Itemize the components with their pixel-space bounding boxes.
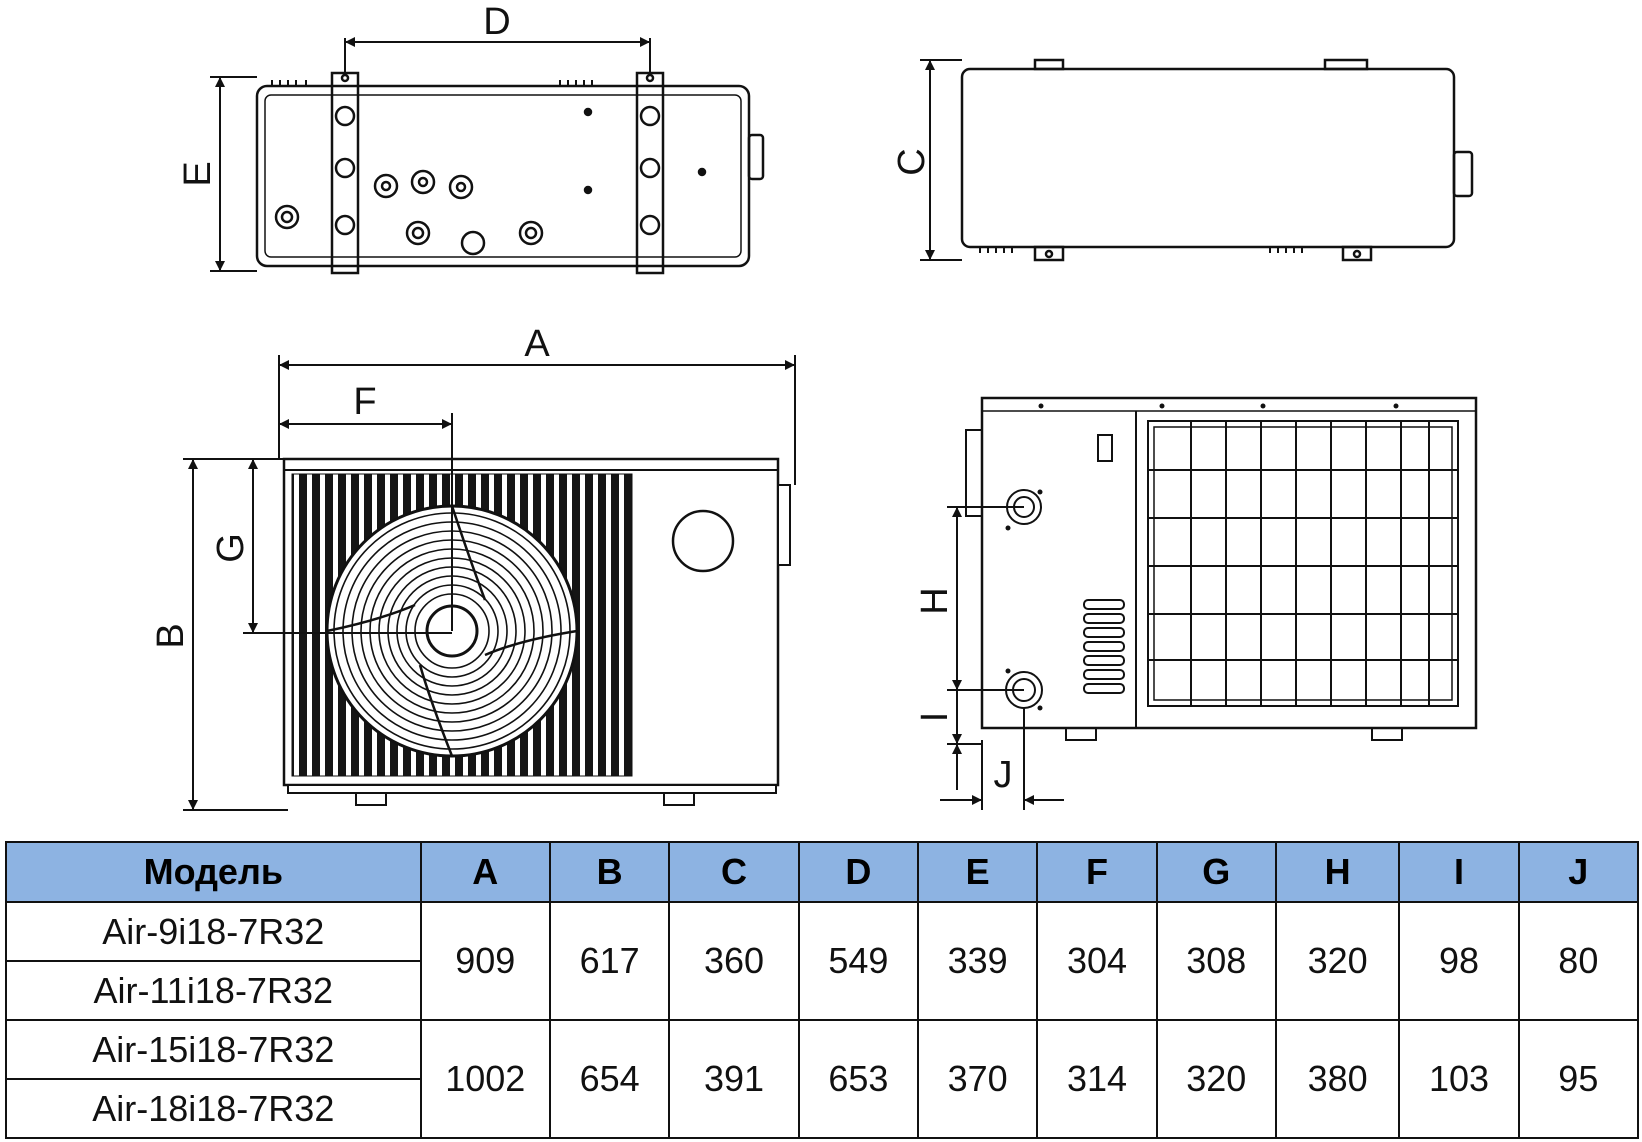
value-j: 80 [1517,901,1640,1021]
header-c: C [668,841,800,903]
dimensions-table: Модель A B C D E F G H I J Air-9i18-7R32… [5,841,1640,1139]
table-row: Air-9i18-7R32 909 617 360 549 339 304 30… [5,901,1640,1021]
dimension-c [920,59,962,261]
dimension-label-e: E [177,161,219,186]
dimension-h [947,506,1024,691]
dimension-label-g: G [210,533,252,563]
value-b: 654 [548,1019,671,1139]
value-e: 339 [917,901,1039,1021]
value-d: 653 [797,1019,920,1139]
header-a: A [419,841,551,903]
value-h: 320 [1274,901,1401,1021]
dimension-label-d: D [483,1,510,43]
dimension-f [278,413,453,631]
dimension-label-c: C [891,148,933,175]
value-f: 314 [1036,1019,1158,1139]
value-c: 360 [668,901,800,1021]
value-e: 370 [917,1019,1039,1139]
value-i: 98 [1398,901,1520,1021]
value-j: 95 [1517,1019,1640,1139]
header-g: G [1155,841,1277,903]
value-b: 617 [548,901,671,1021]
top-view [255,71,765,275]
dimension-label-f: F [353,381,376,423]
header-d: D [797,841,920,903]
value-g: 308 [1155,901,1277,1021]
table-row: Air-18i18-7R32 [5,1078,1638,1139]
dimension-j [940,708,1064,810]
dimension-d [344,37,651,73]
header-i: I [1398,841,1520,903]
dimension-label-i: I [914,712,956,723]
value-f: 304 [1036,901,1158,1021]
model-cell: Air-18i18-7R32 [5,1078,422,1139]
dimension-label-b: B [150,623,192,648]
model-cell: Air-11i18-7R32 [5,960,422,1021]
dimension-label-h: H [914,587,956,614]
back-view [965,396,1478,741]
value-a: 909 [419,901,551,1021]
dimension-b [183,458,288,811]
dimension-e [210,76,257,272]
top-side-view [960,58,1474,262]
header-f: F [1036,841,1158,903]
header-model: Модель [5,841,422,903]
model-cell: Air-9i18-7R32 [5,901,422,962]
dimension-i [947,690,982,790]
value-d: 549 [797,901,920,1021]
dimension-label-a: A [524,323,550,365]
header-j: J [1517,841,1640,903]
model-cell: Air-15i18-7R32 [5,1019,422,1080]
table-row: Air-15i18-7R32 1002 654 391 653 370 314 … [5,1019,1640,1139]
header-h: H [1274,841,1401,903]
front-view [282,457,791,806]
table-row: Air-11i18-7R32 [5,960,1638,1021]
value-i: 103 [1398,1019,1520,1139]
table-header-row: Модель A B C D E F G H I J [5,841,1640,903]
technical-drawing: D E C [150,1,1478,811]
value-g: 320 [1155,1019,1277,1139]
value-c: 391 [668,1019,800,1139]
dimension-g [243,458,452,634]
value-a: 1002 [419,1019,551,1139]
value-h: 380 [1274,1019,1401,1139]
dimension-label-j: J [994,754,1013,796]
header-e: E [917,841,1039,903]
header-b: B [548,841,671,903]
